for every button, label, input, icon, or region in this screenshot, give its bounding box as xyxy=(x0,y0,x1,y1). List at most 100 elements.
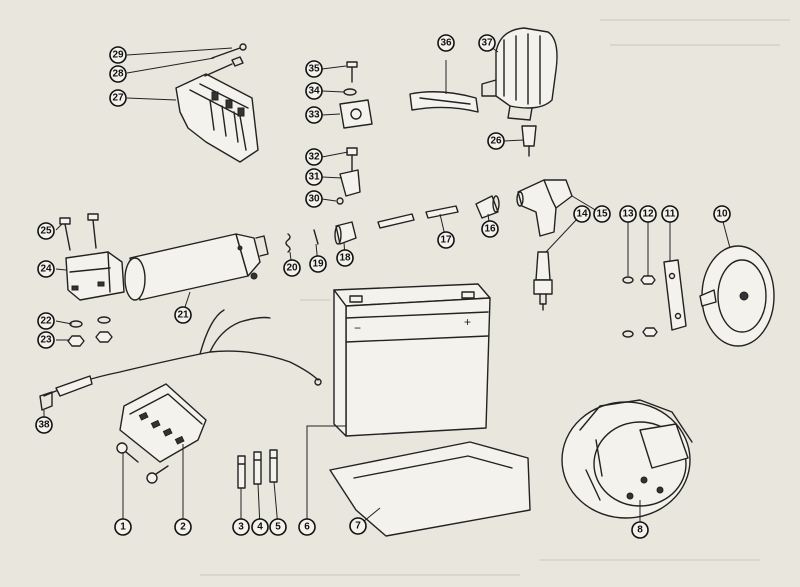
callout-7: 7 xyxy=(349,517,367,535)
callout-8-label: 8 xyxy=(637,525,643,536)
callout-24: 24 xyxy=(37,260,55,278)
part-13-washers xyxy=(622,276,634,338)
callout-36: 36 xyxy=(437,34,455,52)
callout-14: 14 xyxy=(573,205,591,223)
callout-3: 3 xyxy=(232,518,250,536)
part-33-block xyxy=(339,99,373,129)
callout-17: 17 xyxy=(437,231,455,249)
callout-5: 5 xyxy=(269,518,287,536)
callout-33: 33 xyxy=(305,106,323,124)
callout-19: 19 xyxy=(309,255,327,273)
callout-8: 8 xyxy=(631,521,649,539)
callout-33-label: 33 xyxy=(308,110,320,121)
callout-18-label: 18 xyxy=(339,253,351,264)
callout-1: 1 xyxy=(114,518,132,536)
callout-6: 6 xyxy=(298,518,316,536)
callout-34-label: 34 xyxy=(308,86,320,97)
callout-30-label: 30 xyxy=(308,194,320,205)
callout-2-label: 2 xyxy=(180,522,186,533)
part-19-washer xyxy=(313,229,319,245)
callout-31-label: 31 xyxy=(308,172,320,183)
callouts: 1 2 3 4 5 6 7 8 10 11 12 13 14 15 16 17 … xyxy=(35,34,731,539)
callout-38-label: 38 xyxy=(38,420,50,431)
part-6-battery: − + xyxy=(333,283,491,437)
part-1-screws xyxy=(116,442,169,484)
callout-23-label: 23 xyxy=(40,335,52,346)
part-12-nuts xyxy=(640,275,658,337)
callout-2: 2 xyxy=(174,518,192,536)
callout-4: 4 xyxy=(251,518,269,536)
callout-15: 15 xyxy=(593,205,611,223)
callout-4-label: 4 xyxy=(257,522,263,533)
callout-14-label: 14 xyxy=(576,209,588,220)
callout-32-label: 32 xyxy=(308,152,320,163)
part-3-4-5-fuses xyxy=(237,449,278,489)
callout-3-label: 3 xyxy=(238,522,244,533)
part-22-washers xyxy=(69,316,111,328)
callout-19-label: 19 xyxy=(312,259,324,270)
part-23-nuts xyxy=(67,331,113,347)
callout-10-label: 10 xyxy=(716,209,728,220)
part-11-bracket-strap xyxy=(663,259,687,331)
callout-22-label: 22 xyxy=(40,316,52,327)
part-7-battery-mat xyxy=(329,441,531,537)
part-36-rubber-pad xyxy=(409,91,479,113)
part-14-spark-plug xyxy=(533,251,553,311)
callout-21: 21 xyxy=(174,306,192,324)
callout-37-label: 37 xyxy=(481,38,493,49)
part-30-washer xyxy=(336,197,344,205)
callout-12-label: 12 xyxy=(642,209,654,220)
callout-35-label: 35 xyxy=(308,64,320,75)
callout-28: 28 xyxy=(109,65,127,83)
leader-lines xyxy=(43,43,731,528)
callout-25-label: 25 xyxy=(40,226,52,237)
callout-22: 22 xyxy=(37,312,55,330)
part-27-bracket xyxy=(175,73,259,163)
callout-38: 38 xyxy=(35,416,53,434)
callout-34: 34 xyxy=(305,82,323,100)
callout-15-label: 15 xyxy=(596,209,608,220)
callout-20-label: 20 xyxy=(286,263,298,274)
callout-32: 32 xyxy=(305,148,323,166)
part-20-spring xyxy=(285,233,291,253)
callout-26-label: 26 xyxy=(490,136,502,147)
callout-26: 26 xyxy=(487,132,505,150)
callout-37: 37 xyxy=(478,34,496,52)
part-26-terminal xyxy=(521,125,537,157)
callout-21-label: 21 xyxy=(177,310,189,321)
part-10-horn xyxy=(699,245,775,347)
part-15-spark-plug-cap xyxy=(516,179,573,237)
callout-24-label: 24 xyxy=(40,264,52,275)
part-16-connector xyxy=(475,195,500,219)
callout-17-label: 17 xyxy=(440,235,452,246)
part-32-screw xyxy=(346,147,358,173)
callout-18: 18 xyxy=(336,249,354,267)
callout-35: 35 xyxy=(305,60,323,78)
part-37-regulator xyxy=(481,27,558,121)
callout-31: 31 xyxy=(305,168,323,186)
background-bleed-lines xyxy=(200,19,790,576)
battery-minus-symbol: − xyxy=(354,321,361,335)
part-2-fuse-box xyxy=(119,383,207,463)
callout-29: 29 xyxy=(109,46,127,64)
part-24-mounting-bracket xyxy=(65,251,125,301)
callout-7-label: 7 xyxy=(355,521,361,532)
part-28-29-bolts xyxy=(204,43,247,77)
part-8-alternator xyxy=(561,399,693,519)
part-17-ht-lead xyxy=(377,205,459,229)
part-21-ignition-coil xyxy=(124,233,269,301)
callout-25: 25 xyxy=(37,222,55,240)
callout-27: 27 xyxy=(109,89,127,107)
callout-1-label: 1 xyxy=(120,522,126,533)
callout-16: 16 xyxy=(481,220,499,238)
callout-28-label: 28 xyxy=(112,69,124,80)
callout-13-label: 13 xyxy=(622,209,634,220)
part-25-bolts xyxy=(59,213,99,251)
callout-23: 23 xyxy=(37,331,55,349)
callout-16-label: 16 xyxy=(484,224,496,235)
part-31-clip xyxy=(339,169,361,197)
callout-5-label: 5 xyxy=(275,522,281,533)
part-18-boot xyxy=(334,221,357,245)
callout-13: 13 xyxy=(619,205,637,223)
